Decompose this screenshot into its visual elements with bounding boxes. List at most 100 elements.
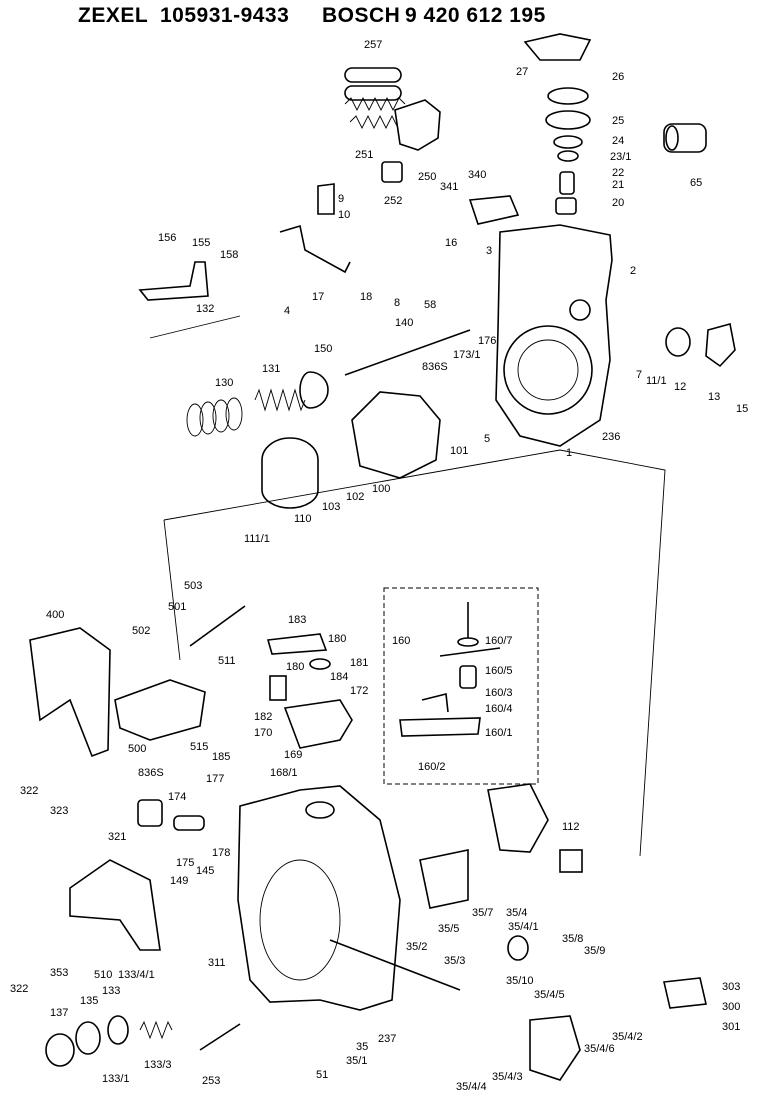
bracket-155: [138, 261, 209, 301]
spring-131: [254, 388, 306, 412]
label-172: 172: [350, 685, 368, 697]
sleeve-tubes-257: [344, 67, 402, 101]
label-500: 500: [128, 743, 146, 755]
label-169: 169: [284, 749, 302, 761]
label-35-2: 35/2: [406, 941, 427, 953]
brand-bosch: BOSCH: [322, 4, 401, 27]
label-13: 13: [708, 391, 720, 403]
label-340: 340: [468, 169, 486, 181]
label-101: 101: [450, 445, 468, 457]
assembly-160: [399, 602, 501, 737]
label-27: 27: [516, 66, 528, 78]
part-drawings: [29, 33, 736, 1081]
label-301: 301: [722, 1021, 740, 1033]
label-112: 112: [562, 821, 580, 833]
label-103: 103: [322, 501, 340, 513]
label-21: 21: [612, 179, 624, 191]
label-341: 341: [440, 181, 458, 193]
zexel-part-number: 105931-9433: [160, 4, 290, 27]
label-7: 7: [636, 369, 642, 381]
label-236: 236: [602, 431, 620, 443]
label-174: 174: [168, 791, 186, 803]
label-185: 185: [212, 751, 230, 763]
pump-housing-35: [237, 785, 401, 1011]
label-178: 178: [212, 847, 230, 859]
label-160-3: 160/3: [485, 687, 513, 699]
label-257: 257: [364, 39, 382, 51]
label-155: 155: [192, 237, 210, 249]
label-252: 252: [384, 195, 402, 207]
label-25: 25: [612, 115, 624, 127]
part-35-assembly: [419, 783, 583, 961]
label-160-1: 160/1: [485, 727, 513, 739]
part-labels: 257 251 250 252 27 26 25 24 23/1 22 21 2…: [10, 39, 748, 1093]
label-130: 130: [215, 377, 233, 389]
label-156: 156: [158, 232, 176, 244]
label-168-1: 168/1: [270, 767, 298, 779]
top-cover-stack: [523, 33, 592, 215]
label-35-1: 35/1: [346, 1055, 367, 1067]
cap-150: [299, 371, 329, 409]
assembly-170: [266, 633, 353, 749]
label-510: 510: [94, 969, 112, 981]
label-133-4-1: 133/4/1: [118, 969, 155, 981]
label-10: 10: [338, 209, 350, 221]
label-1: 1: [566, 447, 572, 459]
label-184: 184: [330, 671, 348, 683]
label-323: 323: [50, 805, 68, 817]
label-35: 35: [356, 1041, 368, 1053]
plug-252: [381, 161, 403, 183]
label-102: 102: [346, 491, 364, 503]
sleeve-110: [261, 437, 319, 509]
label-58: 58: [424, 299, 436, 311]
label-836s-lower: 836S: [138, 767, 164, 779]
label-4: 4: [284, 305, 290, 317]
label-176: 176: [478, 335, 496, 347]
label-20: 20: [612, 197, 624, 209]
label-35-4-2: 35/4/2: [612, 1031, 643, 1043]
bracket-321: [69, 859, 161, 951]
label-160-4: 160/4: [485, 703, 513, 715]
label-26: 26: [612, 71, 624, 83]
governor-housing-1: [495, 224, 613, 447]
label-23-1: 23/1: [610, 151, 631, 163]
label-250: 250: [418, 171, 436, 183]
label-8: 8: [394, 297, 400, 309]
spring-130: [186, 397, 243, 437]
label-177: 177: [206, 773, 224, 785]
nut-65: [663, 123, 707, 153]
lever-17: [279, 224, 351, 274]
lever-9: [317, 183, 335, 215]
label-22: 22: [612, 167, 624, 179]
label-251: 251: [355, 149, 373, 161]
header: ZEXEL 105931-9433 BOSCH 9 420 612 195: [0, 0, 760, 34]
part-133-assembly: [45, 1015, 241, 1067]
label-65: 65: [690, 177, 702, 189]
label-51: 51: [316, 1069, 328, 1081]
label-131: 131: [262, 363, 280, 375]
label-175: 175: [176, 857, 194, 869]
label-35-4-1: 35/4/1: [508, 921, 539, 933]
label-515: 515: [190, 741, 208, 753]
label-145: 145: [196, 865, 214, 877]
label-501: 501: [168, 601, 186, 613]
label-180-lower: 180: [286, 661, 304, 673]
label-35-10: 35/10: [506, 975, 534, 987]
label-836s-upper: 836S: [422, 361, 448, 373]
leader-dashed: [163, 449, 666, 857]
label-303: 303: [722, 981, 740, 993]
label-160: 160: [392, 635, 410, 647]
label-111-1: 111/1: [244, 533, 270, 545]
label-160-5: 160/5: [485, 665, 513, 677]
label-12: 12: [674, 381, 686, 393]
bracket-500: [114, 679, 206, 741]
label-9: 9: [338, 193, 344, 205]
label-35-8: 35/8: [562, 933, 583, 945]
label-35-3: 35/3: [444, 955, 465, 967]
label-11-1: 11/1: [646, 375, 667, 387]
label-24: 24: [612, 135, 624, 147]
label-100: 100: [372, 483, 390, 495]
label-18: 18: [360, 291, 372, 303]
label-149: 149: [170, 875, 188, 887]
label-35-4-5: 35/4/5: [534, 989, 565, 1001]
